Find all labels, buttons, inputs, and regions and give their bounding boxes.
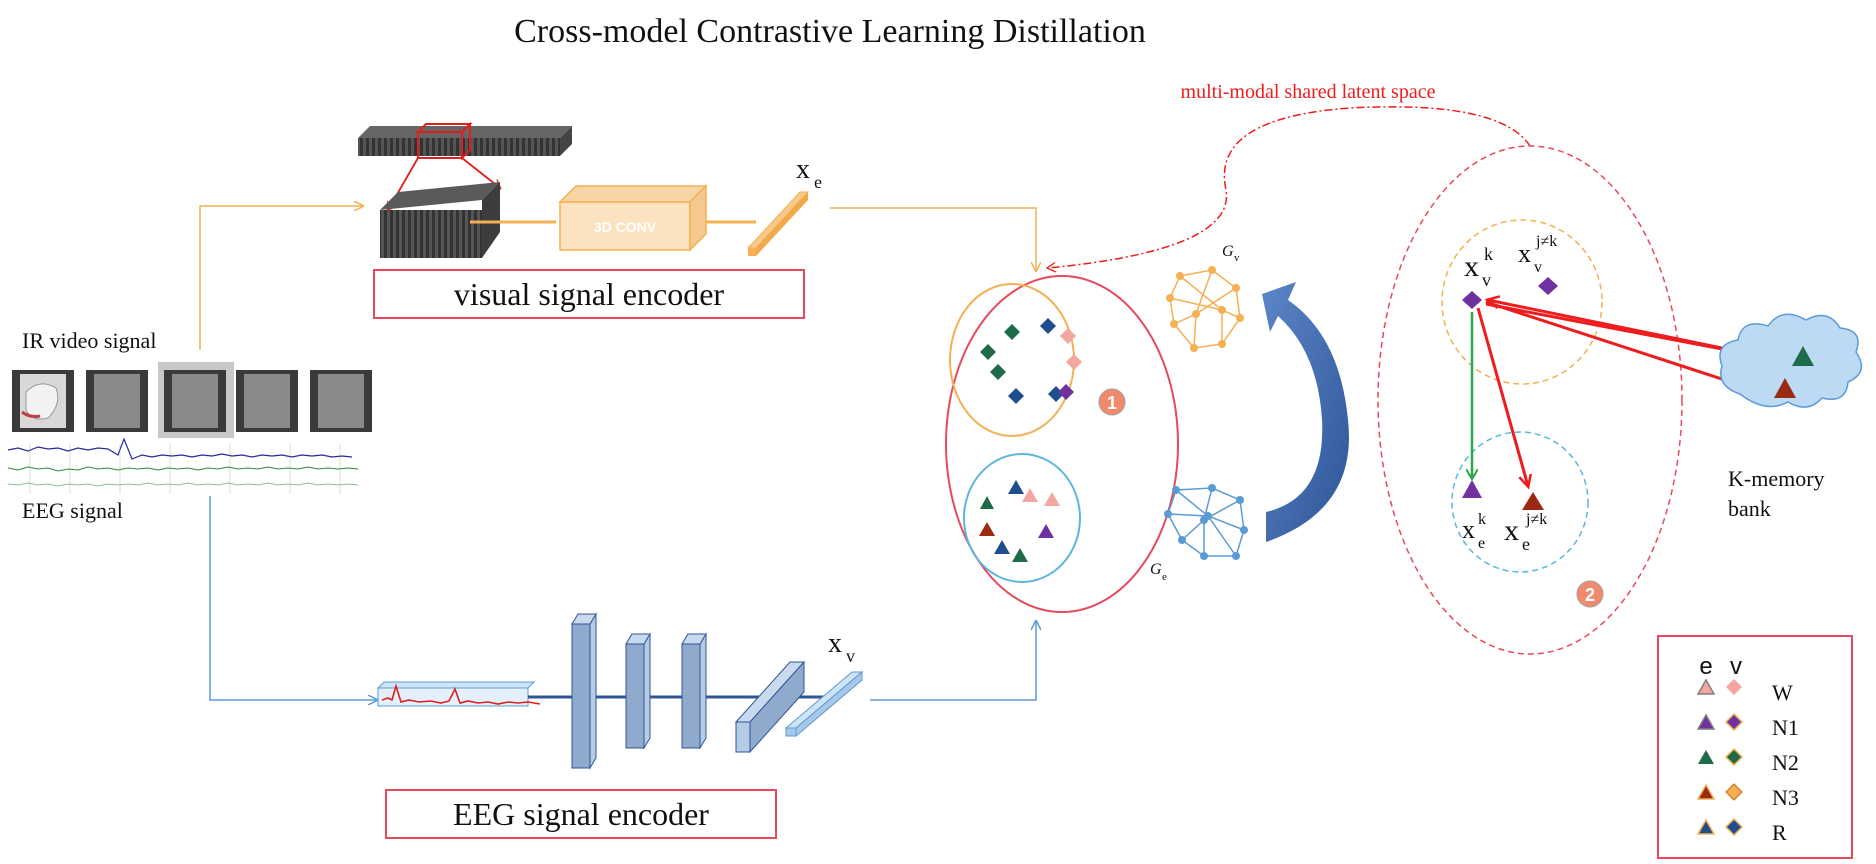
legend-col-v: v	[1730, 653, 1742, 680]
ir-video-frames	[12, 362, 372, 438]
eeg-to-encoder-arrow	[209, 496, 376, 700]
eeg-conv-layer-1	[571, 612, 597, 770]
xek-sub: e	[1478, 535, 1485, 552]
film-frame-5	[310, 370, 372, 432]
ge-label: G	[1150, 561, 1162, 578]
xek-label: x	[1462, 515, 1475, 544]
legend: e v W N1 N2 N3 R	[1657, 635, 1853, 859]
visual-graph-gv	[1166, 266, 1244, 352]
memory-bank-label-1: K-memory	[1728, 466, 1825, 491]
video-volume-stack	[358, 121, 572, 210]
legend-label-n3: N3	[1772, 785, 1799, 810]
film-frame-1	[12, 370, 74, 432]
contrastive-space-ellipse	[1377, 145, 1683, 655]
xvk-point	[1462, 291, 1482, 309]
legend-row-n3: N3	[1696, 783, 1799, 810]
xvk-label: x	[1464, 250, 1479, 283]
xej-sup: j≠k	[1525, 511, 1547, 528]
legend-label-n2: N2	[1772, 750, 1799, 775]
marker-1-label: 1	[1107, 393, 1117, 413]
ge-sub: e	[1162, 571, 1167, 583]
xej-point	[1522, 492, 1544, 510]
shared-space-ellipse	[945, 275, 1179, 613]
memory-bank-cloud	[1719, 313, 1863, 408]
legend-row-n1: N1	[1696, 712, 1799, 740]
xvj-sub: v	[1534, 259, 1542, 276]
eeg-conv-layer-2	[625, 632, 651, 750]
eeg-signal-label: EEG signal	[22, 498, 123, 523]
visual-diamonds	[980, 318, 1082, 404]
visual-encoder-label: visual signal encoder	[454, 276, 724, 312]
latent-space-caption: multi-modal shared latent space	[1181, 81, 1436, 103]
xvk-sub: v	[1482, 270, 1491, 290]
film-frame-4	[236, 370, 298, 432]
eeg-graph-ge	[1164, 484, 1248, 560]
legend-row-w: W	[1696, 678, 1793, 705]
ir-to-visual-arrow	[199, 206, 362, 350]
marker-2-label: 2	[1585, 585, 1595, 605]
eeg-triangles	[979, 480, 1060, 562]
visual-to-space-arrow	[830, 207, 1036, 270]
negative-pair-arrow	[1476, 307, 1528, 486]
legend-label-n1: N1	[1772, 715, 1799, 740]
eeg-fc-layer	[734, 660, 806, 754]
memory-bank-label-2: bank	[1728, 496, 1771, 521]
marker-2: 2	[1576, 580, 1604, 608]
eeg-input-segment	[376, 681, 541, 707]
eeg-encoder-box	[385, 789, 777, 839]
marker-1: 1	[1098, 388, 1126, 416]
xek-point	[1462, 480, 1482, 498]
eeg-to-space-arrow	[870, 622, 1036, 701]
xe-output-sub: e	[814, 172, 822, 192]
eeg-feature-bar	[784, 670, 864, 738]
page-title: Cross-model Contrastive Learning Distill…	[514, 13, 1146, 50]
xvk-sup: k	[1484, 244, 1493, 264]
visual-encoder-box	[373, 269, 805, 319]
xvj-label: x	[1518, 239, 1531, 268]
legend-box	[1657, 635, 1853, 859]
xek-sup: k	[1478, 511, 1486, 528]
legend-row-n2: N2	[1698, 747, 1799, 775]
gv-sub: v	[1234, 252, 1240, 264]
xej-sub: e	[1522, 534, 1530, 554]
3d-conv-block: 3D CONV	[558, 184, 708, 252]
ir-video-label: IR video signal	[22, 328, 156, 353]
eeg-cluster	[963, 453, 1081, 583]
legend-row-r: R	[1696, 817, 1787, 845]
film-frame-3	[158, 362, 234, 438]
xej-label: x	[1504, 514, 1519, 547]
legend-label-w: W	[1772, 680, 1793, 705]
xvj-sup: j≠k	[1535, 233, 1557, 250]
gv-label: G	[1222, 243, 1234, 260]
legend-col-e: e	[1699, 653, 1712, 680]
visual-sample-cluster	[1441, 219, 1603, 385]
3d-conv-label: 3D CONV	[594, 219, 657, 235]
eeg-sample-cluster	[1451, 431, 1589, 573]
eeg-encoder-label: EEG signal encoder	[453, 796, 709, 832]
film-frame-2	[86, 370, 148, 432]
legend-label-r: R	[1772, 820, 1787, 845]
xv-output-sub: v	[846, 646, 855, 666]
visual-cluster	[949, 283, 1075, 437]
xe-output-label: x	[796, 154, 810, 185]
visual-feature-bar	[746, 191, 810, 256]
xv-output-label: x	[828, 628, 842, 659]
eeg-conv-layer-3	[681, 632, 707, 750]
eeg-waveforms	[7, 437, 359, 494]
video-clip-volume	[380, 182, 500, 258]
latent-space-link-arrow	[1048, 106, 1531, 268]
xvj-point	[1538, 277, 1558, 295]
graph-distill-arrow	[1262, 282, 1349, 542]
